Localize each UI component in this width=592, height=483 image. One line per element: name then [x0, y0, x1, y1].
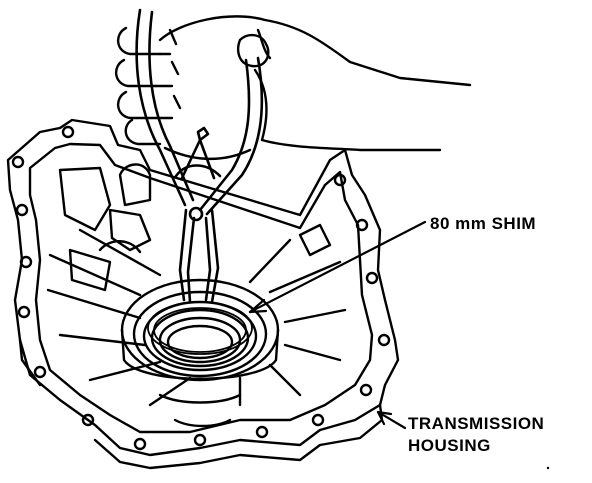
housing-label-line1: TRANSMISSION [408, 414, 545, 433]
housing-label-line2: HOUSING [408, 436, 491, 455]
leader-shim-arrow [250, 222, 425, 312]
leader-housing-arrow [378, 412, 405, 428]
shim-label: 80 mm SHIM [430, 214, 537, 233]
shim-80mm [148, 302, 252, 354]
transmission-housing [8, 120, 398, 468]
pliers [137, 10, 262, 302]
hand [116, 16, 470, 159]
bearing-bore [122, 280, 278, 380]
speck [546, 466, 550, 470]
